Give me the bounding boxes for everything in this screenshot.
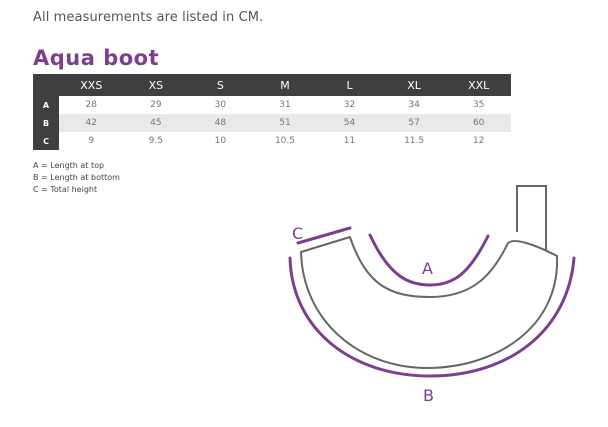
table-cell: 31 [279,100,291,110]
column-header: XS [123,74,189,96]
table-cell: 28 [85,100,97,110]
table-cell: 32 [343,100,356,110]
measurement-note: All measurements are listed in CM. [33,10,264,25]
size-table: XXS XS S M L XL XXL A 28 29 30 31 32 34 … [33,74,511,150]
table-cell: 9.5 [148,136,163,146]
table-cell: 51 [252,114,318,132]
measurement-legend: A = Length at top B = Length at bottom C… [33,160,120,196]
row-label: B [33,114,59,132]
table-cell: 48 [188,114,253,132]
table-cell: 45 [123,114,189,132]
table-cell: 10 [214,136,227,146]
column-header: S [188,74,253,96]
measure-arc-a [368,233,490,287]
legend-item-c: C = Total height [33,185,98,194]
table-row: C 9 9.5 10 10.5 11 11.5 12 [33,132,511,150]
table-cell: 57 [381,114,447,132]
table-cell: 10.5 [274,136,295,146]
table-cell: 12 [472,136,485,146]
measure-line-c [296,226,352,245]
product-title: Aqua boot [33,46,160,70]
column-header: L [317,74,382,96]
legend-item-b: B = Length at bottom [33,173,120,182]
table-row: A 28 29 30 31 32 34 35 [33,96,511,114]
diagram-label-c: C [292,224,303,243]
legend-item-a: A = Length at top [33,161,105,170]
table-cell: 29 [150,100,162,110]
table-cell: 34 [408,100,420,110]
column-header: XXL [446,74,511,96]
column-header: XL [381,74,447,96]
row-label: C [33,132,59,150]
table-cell: 54 [317,114,382,132]
table-cell: 11.5 [404,136,425,146]
table-cell: 35 [472,100,485,110]
table-cell: 42 [59,114,124,132]
table-header-row: XXS XS S M L XL XXL [33,74,511,96]
column-header: M [252,74,318,96]
table-cell: 30 [214,100,227,110]
table-cell: 11 [343,136,356,146]
measure-arc-b [288,256,576,378]
table-row: B 42 45 48 51 54 57 60 [33,114,511,132]
table-cell: 60 [446,114,511,132]
table-cell: 9 [88,136,95,146]
boot-outline [300,236,559,369]
diagram-label-a: A [422,259,433,278]
table-corner [33,74,59,96]
row-label: A [33,96,59,114]
boot-shaft [516,185,547,250]
diagram-label-b: B [423,386,434,405]
column-header: XXS [59,74,124,96]
